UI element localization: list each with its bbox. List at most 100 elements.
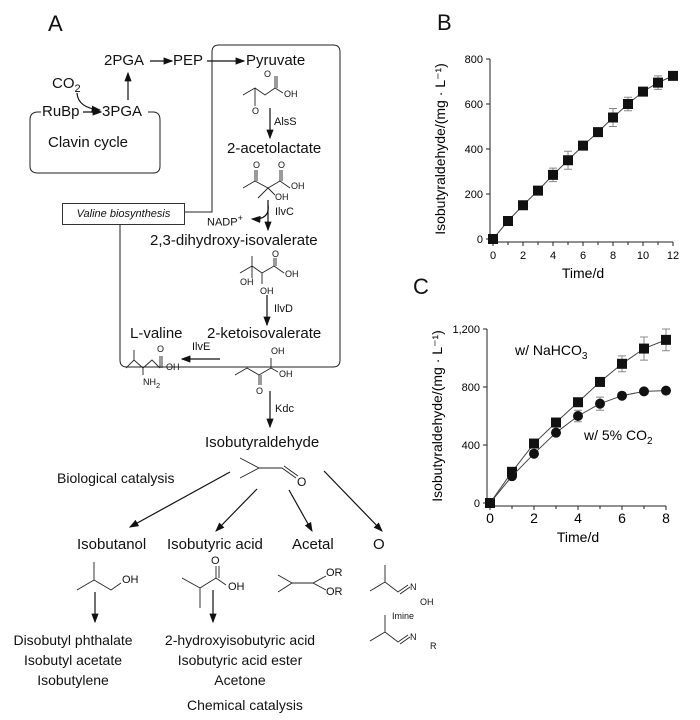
y-tick-label: 400 (462, 440, 480, 452)
x-tick-label: 4 (574, 510, 582, 526)
node-2-ketoisovalerate: 2-ketoisovalerate (207, 325, 322, 342)
node-o: O (373, 536, 385, 553)
x-tick-label: 8 (662, 510, 670, 526)
node-l-valine: L-valine (130, 325, 183, 342)
product: Isobutyl acetate (23, 652, 123, 668)
calvin-cycle-label: Clavin cycle (48, 134, 129, 151)
x-tick-label: 0 (486, 510, 494, 526)
ketoisovalerate-structure (234, 358, 279, 385)
product: Acetone (214, 672, 266, 688)
x-tick-label: 4 (550, 250, 556, 262)
node-isobutanol: Isobutanol (77, 536, 147, 553)
x-tick-label: 8 (610, 250, 616, 262)
y-tick-label: 1,200 (452, 324, 480, 336)
pyruvate-structure (242, 76, 284, 106)
arrow-nadp (250, 204, 269, 224)
product: Disobutyl phthalate (13, 632, 133, 648)
node-rubp: RuBp (42, 103, 80, 120)
atom-oh: OH (284, 89, 298, 99)
data-point-square (488, 234, 498, 244)
data-point-square (617, 358, 627, 369)
acetal-structure (277, 574, 327, 593)
atom-oh: OH (279, 369, 293, 379)
biological-catalysis-label: Biological catalysis (57, 470, 175, 486)
atom-oh: OH (285, 269, 299, 279)
enzyme-kdc: Kdc (275, 403, 294, 415)
atom-oh: OH (122, 574, 139, 586)
x-tick-label: 12 (667, 250, 679, 262)
x-axis-label: Time/d (557, 529, 599, 545)
data-point-circle (551, 427, 561, 438)
data-point-square (639, 343, 649, 354)
subscript: 3 (582, 351, 588, 362)
data-point-square (563, 155, 573, 166)
imine-label: Imine (392, 611, 415, 621)
data-point-circle (485, 498, 495, 508)
y-tick-label: 200 (465, 189, 483, 201)
y-tick-label: 0 (477, 234, 483, 246)
x-tick-label: 6 (618, 510, 626, 526)
isobutanol-structure (76, 562, 122, 591)
node-isobutyraldehyde: Isobutyraldehyde (205, 434, 320, 451)
y-tick-label: 600 (465, 99, 483, 111)
imine-structure (369, 615, 411, 645)
data-point-square (548, 169, 558, 180)
product: Isobutylene (37, 672, 109, 688)
legend-co2: w/ 5% CO2 (583, 427, 653, 447)
y-tick-label: 0 (474, 498, 480, 510)
arrow-oxime (323, 470, 383, 532)
isobutyric-products: 2-hydroxyisobutyric acid Isobutyric acid… (165, 630, 315, 690)
x-axis-label: Time/d (562, 265, 604, 281)
y-tick-label: 400 (465, 144, 483, 156)
subscript: 2 (647, 436, 653, 447)
node-2pga: 2PGA (104, 52, 145, 69)
node-2-acetolactate: 2-acetolactate (227, 140, 322, 157)
enzyme-ilvd: IlvD (274, 303, 293, 315)
chemical-structures (76, 76, 411, 645)
data-point-square (518, 200, 528, 211)
atom-o: O (297, 475, 307, 489)
atom-o: O (253, 160, 261, 170)
y-tick-label: 800 (462, 382, 480, 394)
nadp-label: NADP+ (207, 213, 243, 229)
data-point-square (668, 70, 678, 81)
atom-oh: OH (275, 192, 289, 202)
arrow-acetal (288, 489, 313, 533)
node-co2: CO2 (52, 75, 81, 95)
panel-a-label: A (48, 11, 63, 36)
isobutanol-products: Disobutyl phthalate Isobutyl acetate Iso… (13, 630, 132, 690)
atom-o: O (278, 160, 286, 170)
atom-oh: OH (271, 346, 285, 356)
atom-oh: OH (228, 581, 245, 593)
atom-o: O (211, 555, 220, 567)
data-point-square (529, 438, 539, 449)
atom-n: N (410, 632, 417, 642)
atom-r: R (430, 641, 437, 651)
enzyme-ilve: IlvE (192, 341, 211, 353)
data-point-square (593, 127, 603, 138)
data-point-circle (639, 386, 649, 397)
enzyme-ilvc: IlvC (275, 206, 294, 218)
legend-nahco3: w/ NaHCO3 (514, 342, 588, 362)
atom-oh: OH (240, 277, 254, 287)
data-point-square (533, 185, 543, 196)
valine-pathway-box (119, 44, 341, 368)
atom-or: OR (326, 567, 343, 579)
data-point-square (551, 417, 561, 428)
isobutyraldehyde-structure (239, 457, 299, 479)
atom-o: O (252, 106, 260, 116)
atom-oh: OH (420, 597, 434, 607)
valine-biosynthesis-box: Valine biosynthesis (62, 203, 185, 225)
chemical-catalysis-label: Chemical catalysis (187, 697, 303, 713)
x-tick-label: 0 (490, 250, 496, 262)
dihydroxy-structure (239, 256, 285, 284)
data-point-square (638, 86, 648, 97)
isobutyric-structure (181, 566, 227, 608)
node-isobutyric-acid: Isobutyric acid (167, 536, 263, 553)
atom-o: O (272, 249, 280, 259)
atom-o: O (264, 69, 272, 79)
node-3pga: 3PGA (102, 103, 143, 120)
atom-n: N (410, 582, 417, 592)
